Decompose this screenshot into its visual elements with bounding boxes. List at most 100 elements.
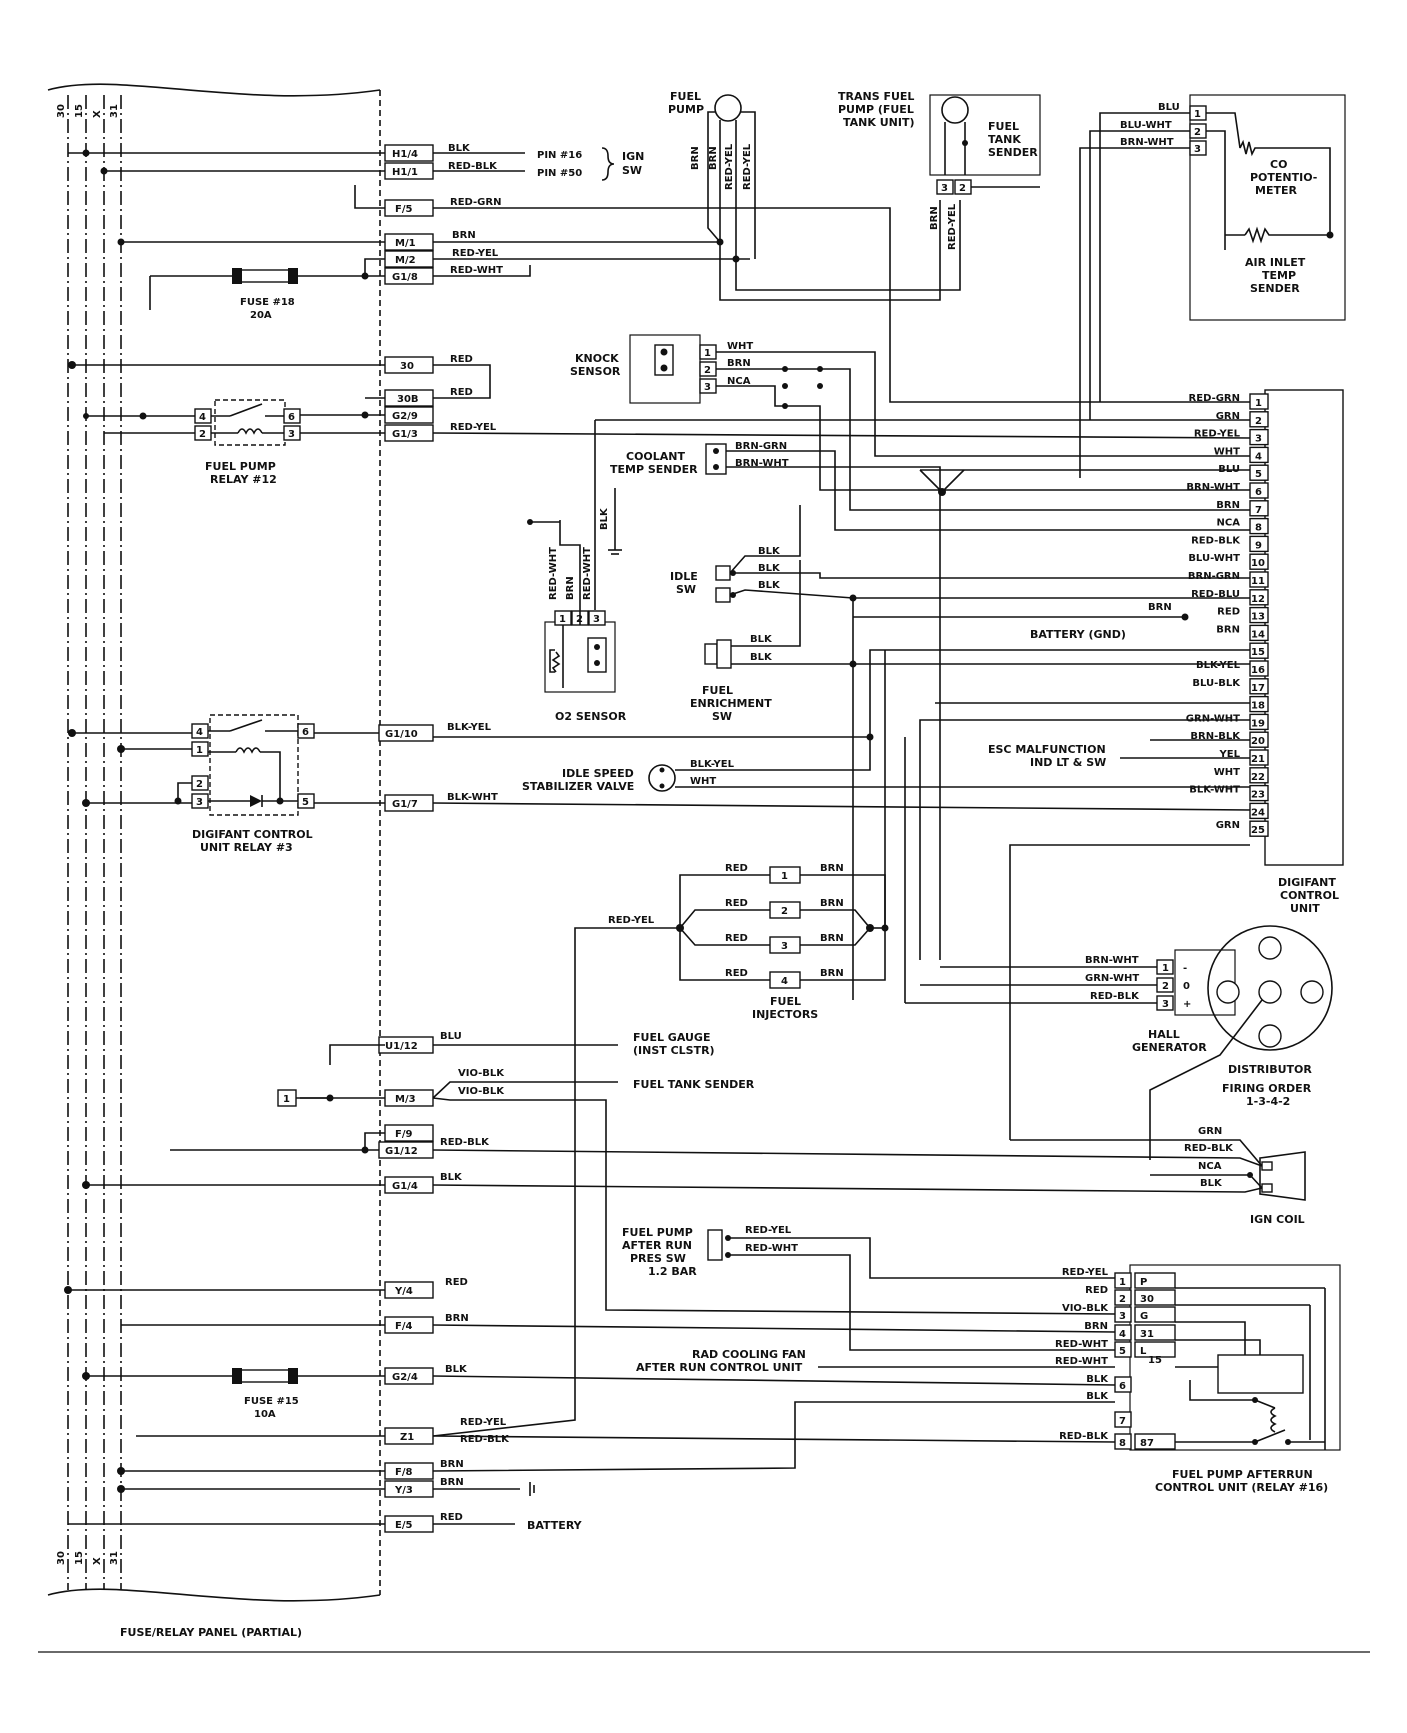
ecu-wire-label: RED <box>1217 607 1240 618</box>
ecu-pin-number: 1 <box>1255 398 1262 409</box>
ecu-pin-number: 10 <box>1251 558 1265 569</box>
wire-label: RED-YEL <box>745 1225 792 1236</box>
aru-wire-label: VIO-BLK <box>1062 1303 1109 1314</box>
component-label: TEMP SENDER <box>610 463 698 476</box>
component-label: PRES SW <box>630 1252 686 1265</box>
sender-label: SENDER <box>988 146 1038 159</box>
wire-label: RED <box>725 863 748 874</box>
component-label: CONTROL UNIT (RELAY #16) <box>1155 1481 1328 1494</box>
aru-wire-label: RED-WHT <box>1055 1356 1108 1367</box>
component-label: IGN COIL <box>1250 1213 1305 1226</box>
panel-internal-wiring <box>64 149 385 1525</box>
hall-sign: - <box>1183 963 1187 974</box>
aru-pin-number: 7 <box>1119 1416 1126 1427</box>
connector-label: M/2 <box>395 255 416 266</box>
wire-label: RED <box>450 387 473 398</box>
hall-generator: 1 2 3 - 0 + BRN-WHT GRN-WHT RED-BLK HALL… <box>904 737 1236 1054</box>
co-label: METER <box>1255 184 1297 197</box>
wire-label: BRN <box>820 968 844 979</box>
wire-label: RED-BLK <box>440 1137 490 1148</box>
component-label: PUMP <box>668 103 704 116</box>
upper-wires: RED-GRN BRN RED-YEL RED-WHT RED RED RED-… <box>432 197 1251 439</box>
ecu-wire-label: BLK-YEL <box>1196 660 1241 671</box>
relay-ecu-wires: BLK-YEL BLK-WHT <box>432 722 1251 811</box>
connector-label: Z1 <box>400 1432 414 1443</box>
wire-label: RED-WHT <box>745 1243 798 1254</box>
wire-label: BRN <box>565 576 576 600</box>
co-potentiometer: 1 2 3 BLU BLU-WHT BRN-WHT CO POTENTIO- M… <box>1079 94 1346 478</box>
connector-label: F/5 <box>395 204 412 215</box>
wire-label: BRN <box>929 206 940 230</box>
ecu-wire-label: GRN <box>1216 411 1240 422</box>
ecu-wire-label: RED-GRN <box>1189 393 1240 404</box>
ecu-wire-label: RED-BLK <box>1191 535 1241 546</box>
ecu-pin-box <box>1249 606 1269 624</box>
fuse-rating: 20A <box>250 310 272 321</box>
component-label: COOLANT <box>626 450 686 463</box>
connector-label: 30B <box>397 394 419 405</box>
ecu-label: CONTROL <box>1280 889 1339 902</box>
wire-label: BLU <box>1158 102 1180 113</box>
pin: 3 <box>1194 144 1201 155</box>
injector-number: 1 <box>781 871 788 882</box>
terminal-label: X <box>92 1557 103 1565</box>
wire-label: RED <box>725 898 748 909</box>
aru-wire-label: RED-WHT <box>1055 1339 1108 1350</box>
wire-label: BRN <box>727 358 751 369</box>
ecu-wire-label: BLU-WHT <box>1188 553 1240 564</box>
wire-label: BLK <box>440 1172 463 1183</box>
aru-term-box <box>1134 1289 1176 1306</box>
ecu-label: DIGIFANT <box>1278 876 1336 889</box>
aru-wire-label: BLK <box>1086 1374 1109 1385</box>
wire-label: RED <box>445 1277 468 1288</box>
wire-label: RED-YEL <box>460 1417 507 1428</box>
aru-wire-label: RED-YEL <box>1062 1267 1109 1278</box>
injector-number: 4 <box>781 976 788 987</box>
component-label: FUEL <box>770 995 801 1008</box>
aru-pin-box <box>1114 1411 1132 1428</box>
relay-label: RELAY #12 <box>210 473 277 486</box>
ecu-pin-box <box>1249 411 1269 428</box>
aru-pin-box <box>1114 1324 1132 1341</box>
ecu-pin-box <box>1249 767 1269 784</box>
aru-pin-number: 1 <box>1119 1277 1126 1288</box>
ecu-pin-box <box>1249 820 1269 837</box>
component-label: FUEL PUMP AFTERRUN <box>1172 1468 1313 1481</box>
wire-label: BLK <box>445 1364 468 1375</box>
pin: 4 <box>199 412 206 423</box>
wire-label: WHT <box>690 776 716 787</box>
ecu-pin-box <box>1249 695 1269 713</box>
wire-label: RED-BLK <box>1090 991 1140 1002</box>
aru-term-box <box>1134 1306 1176 1323</box>
fuse-label: FUSE #15 <box>244 1396 299 1407</box>
fuel-pump-relay: 4 2 6 3 FUEL PUMP RELAY #12 <box>83 399 301 486</box>
lower-wires: RED BRN BLK RED-YEL RED-BLK BRN BRN RED … <box>432 1277 1116 1532</box>
component-label: PUMP (FUEL <box>838 103 914 116</box>
wire-label: RED-YEL <box>742 143 753 190</box>
wire-label: RED-WHT <box>548 547 559 600</box>
pin: 3 <box>941 183 948 194</box>
ecu-pin-number: 19 <box>1251 718 1265 729</box>
connector-label: G1/12 <box>385 1146 418 1157</box>
aru-terminal: L <box>1140 1346 1147 1357</box>
connector-label: F/9 <box>395 1129 412 1140</box>
ecu-wire-label: RED-YEL <box>1194 429 1241 440</box>
ecu-pin-number: 8 <box>1255 523 1262 534</box>
component-label: O2 SENSOR <box>555 710 627 723</box>
wire-label: RED <box>440 1512 463 1523</box>
component-label: FUEL <box>670 90 701 103</box>
ecu-pin-box <box>1249 713 1269 731</box>
ecu-pin-number: 24 <box>1251 807 1265 818</box>
wire-label: BLU-WHT <box>1120 120 1172 131</box>
co-label: CO <box>1270 158 1287 171</box>
wire-label: BLK <box>758 546 781 557</box>
terminal-label: 31 <box>109 104 120 118</box>
aru-pin-number: 3 <box>1119 1311 1126 1322</box>
ecu-pin-number: 4 <box>1255 451 1262 462</box>
ecu-pin-box <box>1249 802 1269 820</box>
ecu-wire-label: BLU-BLK <box>1192 678 1241 689</box>
ecu-pin-number: 2 <box>1255 416 1262 427</box>
connector-label: M/1 <box>395 238 416 249</box>
wire-label: RED-WHT <box>582 547 593 600</box>
wire-label: BRN <box>690 146 701 170</box>
